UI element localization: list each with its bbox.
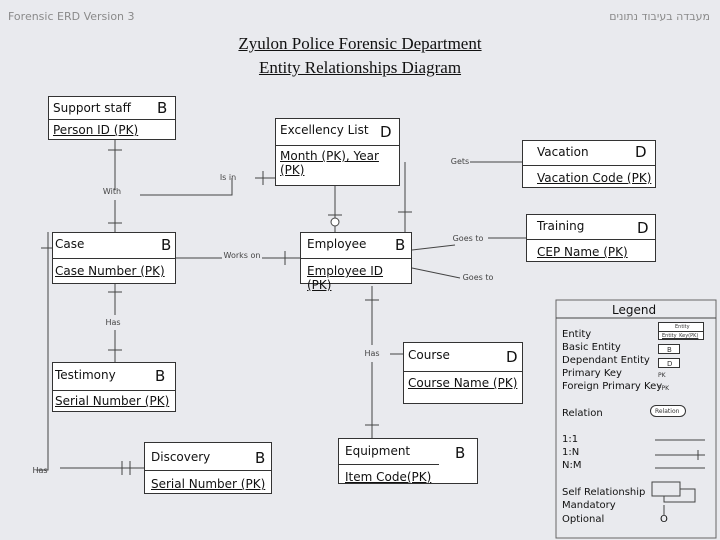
entity-vacation[interactable]: Vacation D Vacation Code (PK) — [522, 140, 656, 188]
legend-self-relationship: Self Relationship — [562, 487, 646, 498]
legend-1-1: 1:1 — [562, 434, 579, 445]
legend-1-n: 1:N — [562, 447, 580, 458]
entity-type: D — [380, 123, 392, 141]
relation-has-testimony: Has — [105, 318, 121, 327]
legend-relation: Relation — [562, 408, 603, 419]
legend-mandatory: Mandatory — [562, 500, 616, 511]
legend-sample-dependant: D — [658, 358, 680, 368]
entity-equipment[interactable]: Equipment B Item Code(PK) — [338, 438, 478, 484]
entity-training[interactable]: Training D CEP Name (PK) — [526, 214, 656, 262]
entity-key: Person ID (PK) — [53, 123, 139, 137]
entity-type: B — [157, 99, 168, 117]
entity-name: Training — [537, 219, 585, 233]
entity-type: D — [637, 219, 649, 237]
diagram-title: Zyulon Police Forensic Department — [238, 34, 482, 53]
sample-entity-key: Entity_Key(PK) — [662, 333, 699, 339]
entity-testimony[interactable]: Testimony B Serial Number (PK) — [52, 362, 176, 412]
entity-excellency-list[interactable]: Excellency List D Month (PK), Year (PK) — [275, 118, 400, 186]
entity-name: Vacation — [537, 145, 589, 159]
entity-type: B — [455, 444, 466, 462]
legend-entity: Entity — [562, 329, 592, 340]
entity-key: Item Code(PK) — [345, 470, 432, 484]
entity-key: Serial Number (PK) — [151, 477, 266, 491]
version-label: Forensic ERD Version 3 — [8, 10, 135, 23]
entity-key: Month (PK), Year (PK) — [280, 149, 379, 177]
sample-d: D — [667, 360, 673, 368]
entity-case[interactable]: Case B Case Number (PK) — [52, 232, 176, 284]
entity-type: B — [255, 449, 266, 467]
entity-name: Course — [408, 348, 450, 362]
divider — [659, 331, 703, 332]
sample-entity-label: Entity — [675, 324, 690, 330]
divider — [49, 119, 175, 120]
divider — [301, 258, 411, 259]
relation-has-course: Has — [364, 349, 380, 358]
relation-works-on: Works on — [223, 251, 261, 260]
divider — [523, 165, 655, 166]
entity-discovery[interactable]: Discovery B Serial Number (PK) — [144, 442, 272, 494]
divider — [53, 390, 175, 391]
entity-key: CEP Name (PK) — [537, 245, 628, 259]
entity-type: B — [155, 367, 166, 385]
entity-type: D — [635, 143, 647, 161]
relation-goes-to-training: Goes to — [452, 234, 484, 243]
entity-name: Case — [55, 237, 85, 251]
entity-name: Equipment — [345, 444, 411, 458]
divider — [404, 371, 522, 372]
legend-primary-key: Primary Key — [562, 368, 622, 379]
legend-sample-fpk: FPK — [658, 385, 670, 392]
sample-b: B — [667, 346, 672, 354]
divider — [527, 239, 655, 240]
entity-course[interactable]: Course D Course Name (PK) — [403, 342, 523, 404]
entity-key: Course Name (PK) — [408, 376, 518, 390]
entity-name: Discovery — [151, 450, 211, 464]
entity-type: B — [161, 236, 172, 254]
legend-n-m: N:M — [562, 460, 582, 471]
entity-key: Case Number (PK) — [55, 264, 165, 278]
legend-basic-entity: Basic Entity — [562, 342, 621, 353]
relation-goes-to: Goes to — [462, 273, 494, 282]
entity-key: Employee ID (PK) — [307, 264, 384, 292]
entity-employee[interactable]: Employee B Employee ID (PK) — [300, 232, 412, 292]
entity-name: Support staff — [53, 101, 131, 115]
entity-name: Employee — [307, 237, 367, 251]
relation-gets: Gets — [450, 157, 470, 166]
lab-label: מעבדה בעיבוד נתונים — [609, 10, 710, 23]
relation-has-discovery: Has — [32, 466, 48, 475]
divider — [339, 464, 439, 465]
entity-key: Serial Number (PK) — [55, 394, 170, 408]
entity-type: B — [395, 236, 406, 254]
divider — [276, 145, 399, 146]
entity-name: Testimony — [55, 368, 116, 382]
relation-is-in: Is in — [219, 173, 237, 182]
entity-type: D — [506, 348, 518, 366]
sample-relation-label: Relation — [655, 408, 680, 415]
legend-dependant-entity: Dependant Entity — [562, 355, 650, 366]
entity-name: Excellency List — [280, 123, 369, 137]
entity-support-staff[interactable]: Support staff B Person ID (PK) — [48, 96, 176, 140]
divider — [53, 258, 175, 259]
legend-foreign-primary-key: Foreign Primary Key — [562, 381, 663, 392]
legend-sample-entity: Entity Entity_Key(PK) — [658, 322, 704, 340]
divider — [145, 470, 271, 471]
legend-sample-basic: B — [658, 344, 680, 354]
legend-sample-pk: PK — [658, 372, 666, 379]
legend-optional: Optional — [562, 514, 605, 525]
relation-with: With — [102, 187, 122, 196]
legend-sample-relation: Relation — [650, 405, 686, 417]
diagram-subtitle: Entity Relationships Diagram — [258, 58, 462, 77]
legend-sample-optional: O — [660, 514, 668, 525]
entity-key: Vacation Code (PK) — [537, 171, 652, 185]
legend-title: Legend — [612, 303, 657, 317]
